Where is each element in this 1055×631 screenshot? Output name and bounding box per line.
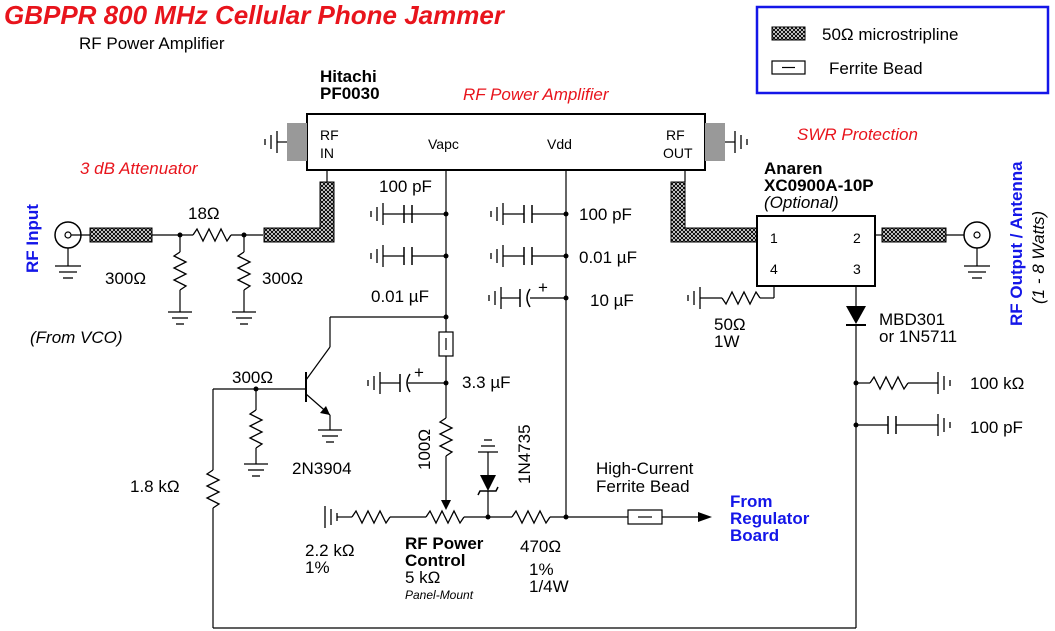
amp-pin-rfout-2: OUT [663,145,693,161]
r300b-label: 300Ω [262,269,303,288]
coupler-pin-1: 1 [770,230,778,246]
pot-label-3: 5 kΩ [405,568,440,587]
diode-label-1: MBD301 [879,310,945,329]
r470-tol: 1% [529,560,554,579]
legend-microstrip-label: 50Ω microstripline [822,25,958,44]
legend-microstrip-swatch [771,26,806,41]
amp-pin-vdd: Vdd [547,136,572,152]
diode-label-2: or 1N5711 [879,327,957,346]
pot-label-4: Panel-Mount [405,588,474,602]
amp-maker: Hitachi [320,67,377,86]
coupler-pin-4: 4 [770,261,778,277]
transistor-2n3904 [305,346,331,416]
c10uf-label: 10 µF [590,291,634,310]
amp-module: RF IN Vapc Vdd RF OUT [264,113,748,171]
ferrite-label-2: Ferrite Bead [596,477,690,496]
swr-label: SWR Protection [797,125,918,144]
r18-label: 18Ω [188,204,220,223]
coupler-model: XC0900A-10P [764,176,874,195]
resistor-2k2 [351,509,391,525]
amp-model: PF0030 [320,84,380,103]
coupler-maker: Anaren [764,159,823,178]
r300a-label: 300Ω [105,269,146,288]
from-vco-label: (From VCO) [30,328,123,347]
c001-a-label: 0.01 µF [371,287,429,306]
pot-label-2: Control [405,551,465,570]
r50-label: 50Ω [714,315,746,334]
amp-left-flange [287,123,307,161]
coupler-pin-3: 3 [853,261,861,277]
resistor-470 [511,509,551,525]
amp-pin-rfin-2: IN [320,145,334,161]
coupler-optional: (Optional) [764,193,839,212]
ferrite-label-1: High-Current [596,459,694,478]
resistor-100 [438,417,454,457]
r100-label: 100Ω [415,429,434,470]
amp-right-flange [705,123,725,161]
microstrip-output [881,227,947,243]
legend-ferrite-label: Ferrite Bead [829,59,923,78]
c3u3-label: 3.3 µF [462,373,511,392]
microstrip-input [89,227,153,243]
pot-label-1: RF Power [405,534,484,553]
rf-input-label: RF Input [23,204,42,273]
rf-output-label: RF Output / Antenna [1007,161,1026,326]
r470-label: 470Ω [520,537,561,556]
directional-coupler: 1 2 4 3 [756,215,876,287]
resistor-1k8 [205,469,221,509]
from-regulator-2: Regulator [730,509,810,528]
plus-3u3: + [414,363,424,382]
coupler-pin-2: 2 [853,230,861,246]
resistor-300-a [172,251,188,291]
r1k8-label: 1.8 kΩ [130,477,180,496]
r50-w-label: 1W [714,332,740,351]
legend-ferrite-swatch [771,60,806,75]
r470-watts: 1/4W [529,577,569,596]
r300c-label: 300Ω [232,368,273,387]
amp-pin-rfin-1: RF [320,127,339,143]
r2k2-tol: 1% [305,558,330,577]
r2k2-label: 2.2 kΩ [305,541,355,560]
microstrip-amp-out [670,181,758,243]
amp-pin-rfout-1: RF [666,127,685,143]
zener-1n4735 [480,475,496,491]
q1-label: 2N3904 [292,459,352,478]
zener-label: 1N4735 [515,424,534,484]
attenuator-label: 3 dB Attenuator [80,159,199,178]
resistor-300-c [248,409,264,449]
legend: 50Ω microstripline Ferrite Bead [755,5,1050,95]
amp-pin-vapc: Vapc [428,136,459,152]
plus-10u: + [538,278,548,297]
resistor-100k [869,375,909,391]
resistor-18 [192,227,232,243]
from-regulator-3: Board [730,526,779,545]
title: GBPPR 800 MHz Cellular Phone Jammer [4,0,506,30]
rf-output-connector [963,221,991,279]
c001-b-label: 0.01 µF [579,248,637,267]
c100pf-c-label: 100 pF [970,418,1023,437]
amp-section-label: RF Power Amplifier [463,85,610,104]
resistor-50 [721,290,761,306]
c100pf-b-label: 100 pF [579,205,632,224]
microstrip-amp-in [263,181,335,243]
resistor-300-b [236,251,252,291]
diode-mbd301 [846,306,866,324]
subtitle: RF Power Amplifier [79,34,225,53]
from-regulator-1: From [730,492,773,511]
c100pf-a-label: 100 pF [379,177,432,196]
arrow-to-regulator [698,512,712,522]
rf-output-watts: (1 - 8 Watts) [1029,211,1048,304]
rf-input-connector [54,221,82,279]
potentiometer-5k[interactable] [425,509,465,525]
r100k-label: 100 kΩ [970,374,1024,393]
